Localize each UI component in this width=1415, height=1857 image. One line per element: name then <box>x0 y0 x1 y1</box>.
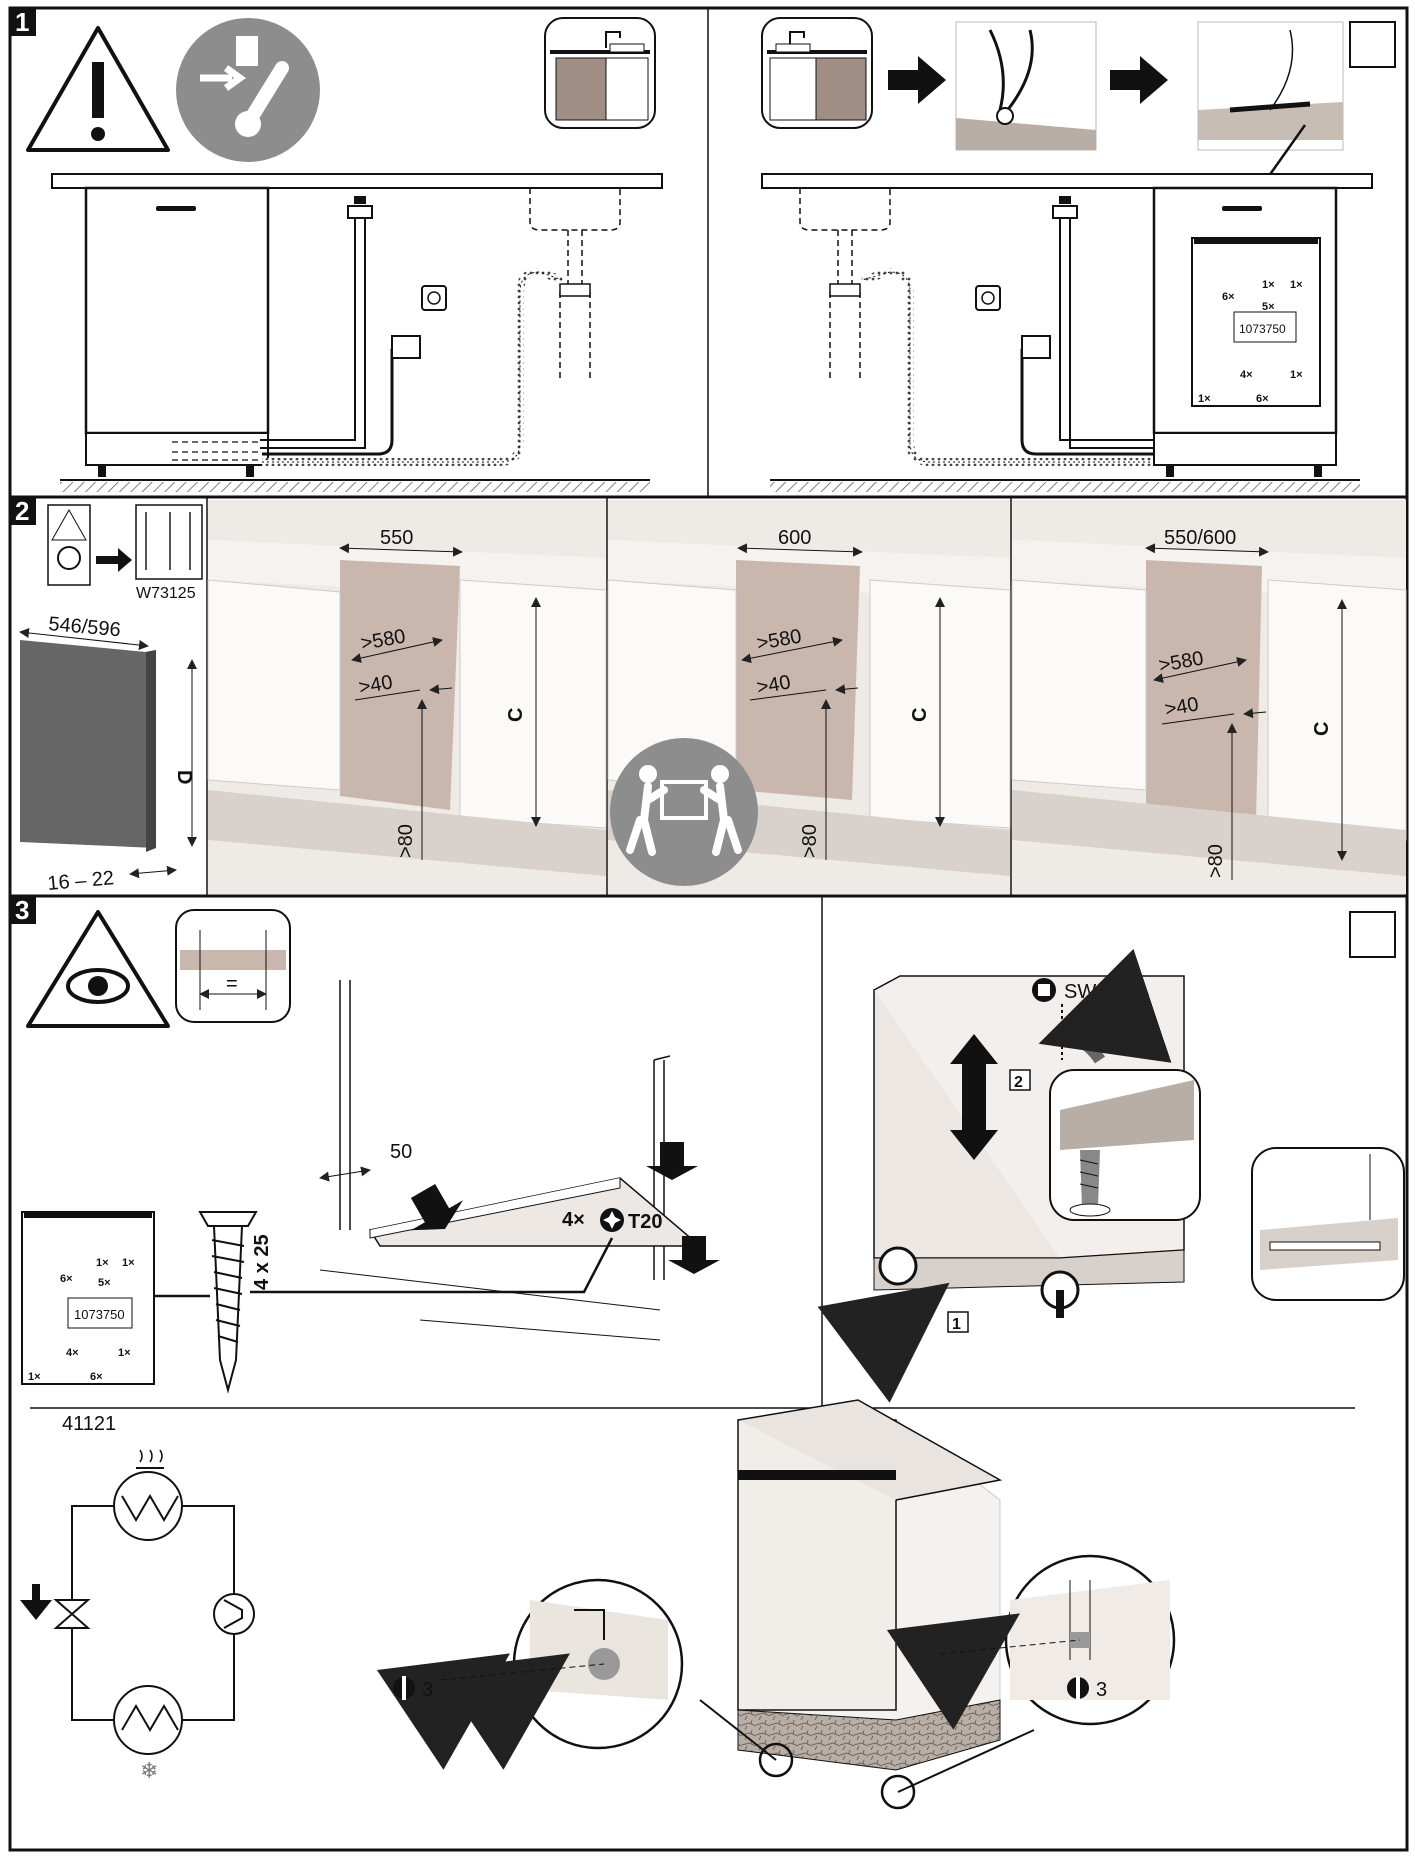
wrench-size: SW 6 <box>1064 981 1113 1003</box>
equal-sign: = <box>226 973 238 995</box>
niche-diagram-550-600: 550/600 >580 >40 >80 C <box>1011 500 1407 894</box>
dishwasher-front <box>84 186 270 477</box>
hardware-bag-1: 1073750 6× 1× 1× 5× 4× 1× 1× 6× <box>1191 237 1321 407</box>
plate-offset: 50 <box>390 1141 412 1163</box>
screw-size: 4 x 25 <box>251 1234 273 1290</box>
two-person-lift-icon <box>610 738 758 886</box>
qty-label: 6× <box>90 1371 103 1383</box>
snowflake-icon: ❄ <box>140 1758 158 1783</box>
qty-label: 6× <box>1256 393 1269 405</box>
step-badge-1: 1 <box>10 7 36 37</box>
panel-thickness: 16 – 22 <box>47 867 115 895</box>
qty-label: 1× <box>118 1347 131 1359</box>
sub-step-number: 2 <box>1014 1074 1023 1091</box>
qty-label: 1× <box>1198 393 1211 405</box>
turns-left: 3 <box>422 1679 433 1701</box>
niche-height: C <box>505 708 527 722</box>
sub-step-number: 1 <box>952 1316 961 1333</box>
qty-label: 6× <box>1222 291 1235 303</box>
qty-label: 1× <box>96 1257 109 1269</box>
qty-label: 1× <box>122 1257 135 1269</box>
qty-label: 4× <box>66 1347 79 1359</box>
qty-label: 4× <box>1240 369 1253 381</box>
accessory-instruction: W73125 <box>47 504 203 602</box>
niche-height: C <box>1311 722 1333 736</box>
document-code: 41121 <box>62 1413 116 1435</box>
hex-wrench-icon <box>1032 978 1056 1002</box>
step-badge-2: 2 <box>10 496 36 526</box>
torx-size: T20 <box>628 1211 662 1233</box>
arrow-right-icon <box>888 56 946 104</box>
step-number: 1 <box>15 7 29 37</box>
water-tap <box>260 214 366 449</box>
countertop <box>51 173 663 189</box>
screw-icon: 4 x 25 <box>198 1211 273 1394</box>
heat-pump-circuit-diagram: ❄ <box>20 1449 255 1783</box>
niche-width: 550/600 <box>1164 527 1236 549</box>
screw-quantity: 4× <box>562 1209 585 1231</box>
niche-diagram-600: 600 >580 >40 >80 C <box>607 500 1011 894</box>
niche-diagram-550: 550 >580 >40 >80 C <box>207 500 607 894</box>
power-socket-icon <box>421 285 447 311</box>
qty-label: 1× <box>1290 279 1303 291</box>
accessory-code: W73125 <box>136 585 196 602</box>
part-number: 1073750 <box>1239 322 1286 336</box>
inspect-eye-warning-icon <box>26 910 170 1028</box>
turns-right: 3 <box>1096 1679 1107 1701</box>
panel-width: 546/596 <box>48 613 122 641</box>
warning-triangle-icon <box>26 26 170 152</box>
checkbox-step1[interactable] <box>1349 21 1396 68</box>
torx-icon <box>600 1208 624 1232</box>
power-socket-icon-2 <box>975 285 1001 311</box>
niche-plinth: >80 <box>395 824 417 858</box>
step-badge-3: 3 <box>10 895 36 925</box>
plinth-detail <box>1251 1147 1405 1301</box>
hose-connected-detail <box>1197 21 1344 151</box>
panel-height: D <box>173 770 195 784</box>
sink-cabinet-thumbnail-2 <box>761 17 873 129</box>
power-cable <box>262 346 401 456</box>
sink-cabinet-thumbnail <box>544 17 656 129</box>
centering-detail: = <box>175 909 291 1023</box>
final-leveling-diagram <box>376 1399 1176 1810</box>
drain-hose <box>262 267 564 466</box>
drain-pipe <box>559 230 591 382</box>
step-number: 3 <box>15 895 29 925</box>
qty-label: 1× <box>1290 369 1303 381</box>
qty-label: 6× <box>60 1273 73 1285</box>
countertop-2 <box>761 173 1373 189</box>
niche-width: 600 <box>778 527 811 549</box>
hardware-bag-2: 1073750 6× 1× 1× 5× 4× 1× 1× 6× <box>21 1211 155 1385</box>
niche-height: C <box>909 708 931 722</box>
qty-label: 1× <box>28 1371 41 1383</box>
qty-label: 5× <box>98 1277 111 1289</box>
arrow-right-icon-2 <box>1110 56 1168 104</box>
pliers-clamp-detail <box>955 21 1097 151</box>
height-adjust-diagram: 2 SW 6 1 <box>817 948 1201 1403</box>
niche-width: 550 <box>380 527 413 549</box>
checkbox-step3[interactable] <box>1349 911 1396 958</box>
part-number: 1073750 <box>74 1307 125 1322</box>
power-switch-off-icon <box>176 18 320 162</box>
qty-label: 1× <box>1262 279 1275 291</box>
sink-dashed <box>529 188 621 231</box>
step-number: 2 <box>15 496 29 526</box>
qty-label: 5× <box>1262 301 1275 313</box>
niche-plinth: >80 <box>1205 844 1227 878</box>
mounting-plate-diagram: 50 4× T20 <box>250 980 720 1341</box>
flat-screwdriver-icon-left <box>393 1676 415 1700</box>
door-panel: 546/596 D 16 – 22 <box>19 613 197 895</box>
flat-screwdriver-icon-right <box>1067 1676 1089 1700</box>
niche-plinth: >80 <box>799 824 821 858</box>
